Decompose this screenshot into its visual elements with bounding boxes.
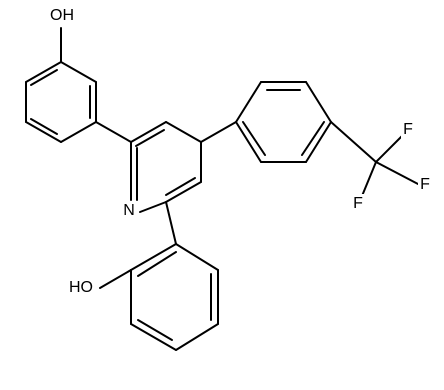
atom-label-oh-top: OH (50, 7, 74, 24)
bond-ring1 (25, 61, 62, 83)
bond-ring4 (175, 243, 219, 271)
bond-ring3 (305, 121, 332, 163)
bond-pyridine-double (165, 177, 196, 196)
atom-label-f2: F (420, 176, 430, 193)
f3-bg (351, 194, 365, 214)
bond-ring3 (305, 81, 332, 123)
oh-top-bg (48, 6, 76, 26)
bond-ring4-double (137, 319, 173, 341)
atom-labels-group: OH N HO F F F (48, 6, 432, 298)
bond-ring4 (130, 243, 177, 271)
bond-cf3-f1 (375, 135, 403, 163)
bond-ring4 (130, 323, 177, 351)
bond-cf3-f2 (375, 161, 419, 185)
bond-cf3-f3 (361, 161, 377, 197)
bond-ring1-double (30, 118, 58, 135)
bond-ring3 (235, 81, 262, 123)
bond-ring1 (60, 121, 97, 143)
bonds-group (25, 27, 419, 351)
oh-bottom-bg (66, 278, 96, 298)
bond-ring1 (25, 121, 62, 143)
bond-c-oh-bottom (99, 269, 132, 289)
bond-ring3 (235, 121, 262, 163)
bond-ring1 (60, 61, 97, 83)
bond-ring1-double (30, 69, 58, 86)
bond-pyridine (165, 121, 202, 143)
atom-label-f3: F (353, 195, 363, 212)
bond-link-pyridine-top (95, 121, 132, 143)
bond-pyridine (139, 201, 167, 213)
atom-label-ho-bottom: HO (69, 279, 93, 296)
bond-c-cf3 (330, 121, 377, 163)
bond-link-phenyl-cf3 (200, 121, 237, 143)
bond-ring3-double (301, 121, 325, 156)
bond-ring3-double (242, 121, 266, 156)
f1-bg (401, 120, 415, 140)
atom-label-f1: F (403, 121, 413, 138)
n-bg (120, 201, 138, 221)
bond-pyridine (130, 121, 167, 143)
bond-pyridine-double (135, 129, 165, 147)
atom-label-n: N (123, 202, 135, 219)
bond-pyridine (165, 181, 202, 203)
bond-link-bottom-phenol (165, 201, 177, 245)
bond-ring4-double (137, 251, 177, 277)
bond-ring4 (175, 323, 219, 351)
f2-bg (418, 175, 432, 195)
